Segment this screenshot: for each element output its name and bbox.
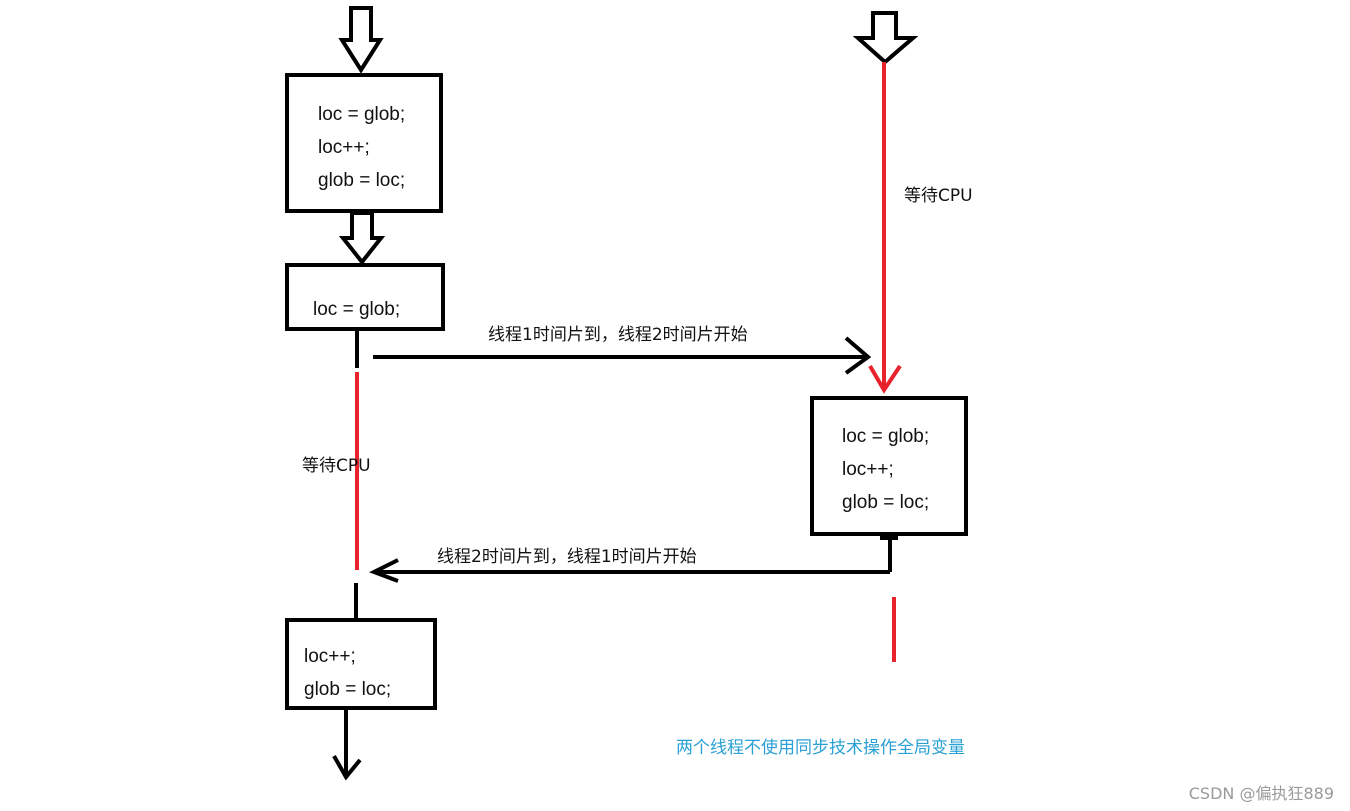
- switch-to-thread2-arrowhead-icon: [844, 336, 872, 375]
- thread1-block3-line-2: glob = loc;: [304, 679, 391, 700]
- diagram-caption: 两个线程不使用同步技术操作全局变量: [676, 737, 965, 758]
- thread1-exit-arrow-icon: [332, 755, 362, 781]
- thread2-block1-line-1: loc = glob;: [842, 426, 929, 447]
- thread1-block1-line-3: glob = loc;: [318, 170, 405, 191]
- thread1-block2-line-1: loc = glob;: [313, 299, 400, 320]
- thread1-block1-line-1: loc = glob;: [318, 104, 405, 125]
- thread2-block1-line-2: loc++;: [842, 459, 894, 480]
- thread1-block1-line-2: loc++;: [318, 137, 370, 158]
- thread1-entry-arrow-icon: [338, 6, 384, 74]
- thread1-block3-line-1: loc++;: [304, 646, 356, 667]
- thread1-wait-label: 等待CPU: [302, 456, 371, 476]
- thread1-code-block-2: [285, 263, 445, 331]
- switch-to-thread2-label: 线程1时间片到，线程2时间片开始: [488, 325, 748, 345]
- thread2-entry-arrow-icon: [852, 11, 919, 65]
- thread1-code-block-3: [285, 618, 437, 710]
- thread2-block1-line-3: glob = loc;: [842, 492, 929, 513]
- thread2-wait-arrowhead-icon: [868, 364, 902, 394]
- switch-to-thread1-arrowhead-icon: [369, 558, 399, 583]
- thread2-wait-label: 等待CPU: [904, 186, 973, 206]
- csdn-watermark: CSDN @偏执狂889: [1189, 784, 1334, 803]
- thread2-code-block-1: [810, 396, 968, 536]
- switch-to-thread1-label: 线程2时间片到，线程1时间片开始: [437, 547, 697, 567]
- thread1-continue-arrow-icon: [338, 211, 386, 266]
